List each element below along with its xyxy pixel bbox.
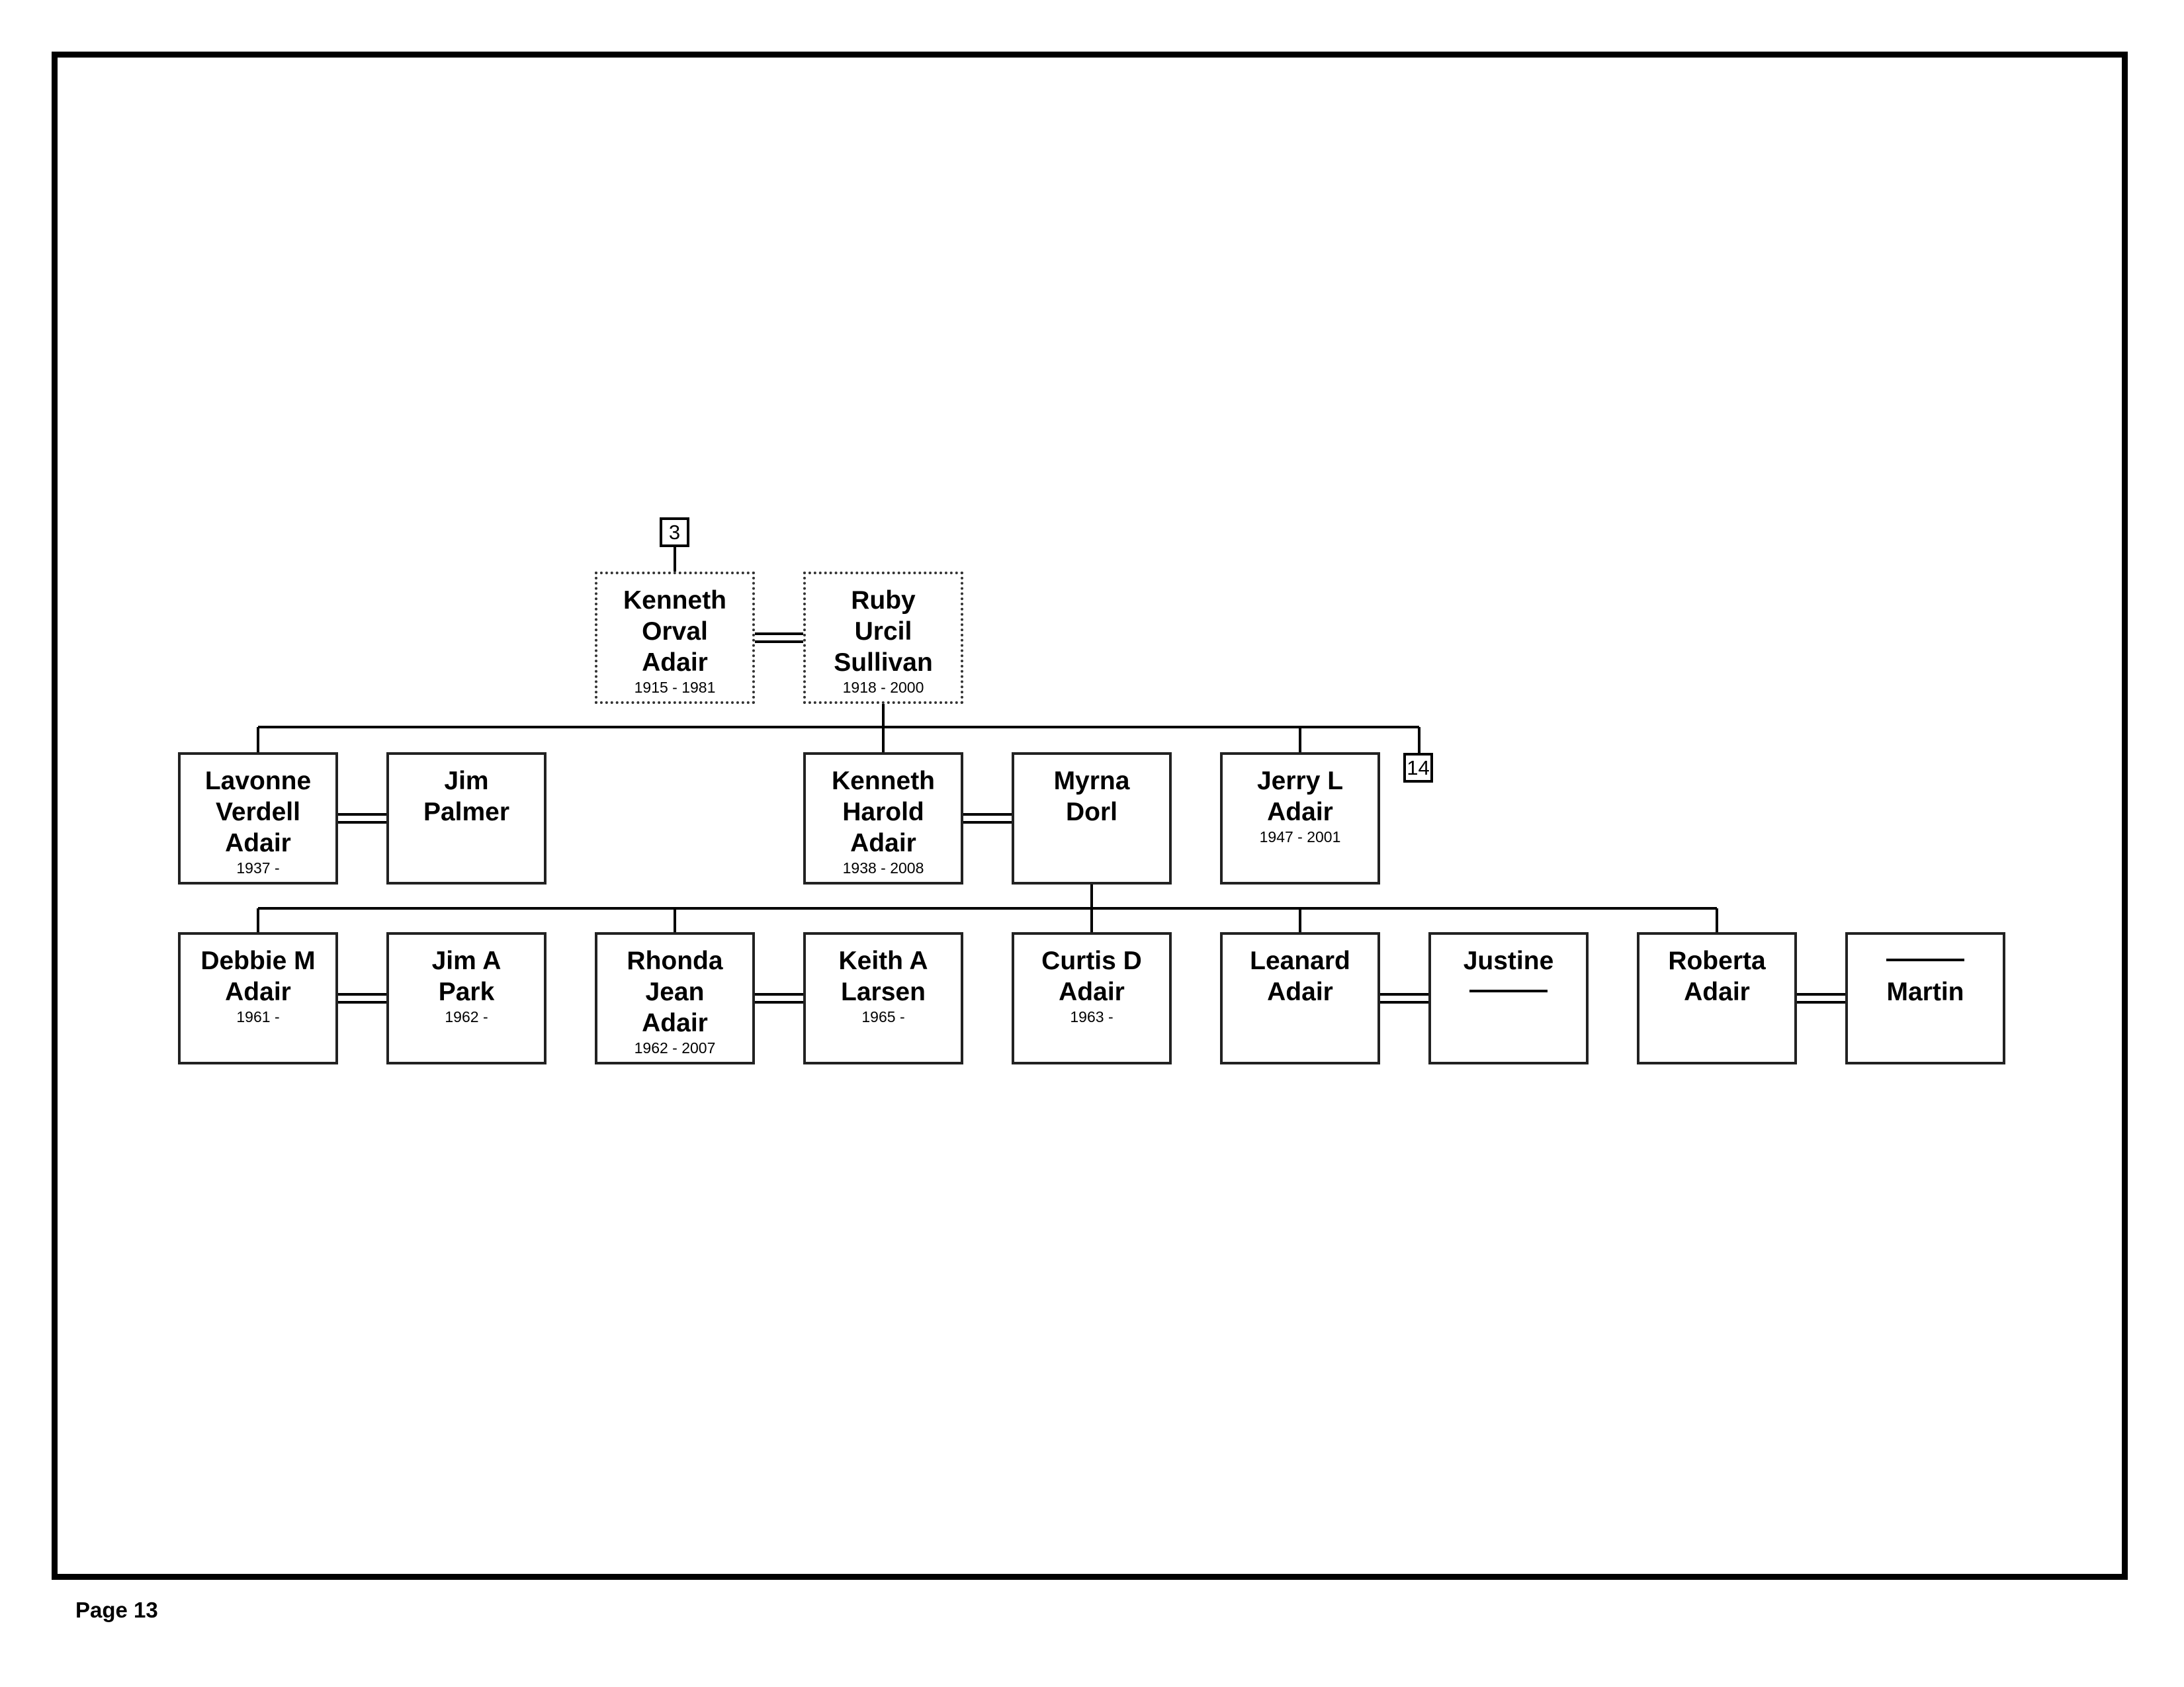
ref-box-14[interactable]: 14 xyxy=(1403,753,1433,783)
person-name: Adair xyxy=(1267,798,1333,826)
person-jim-palmer[interactable]: Jim Palmer xyxy=(386,752,546,885)
person-name: Sullivan xyxy=(834,648,933,677)
person-name: Park xyxy=(438,978,495,1006)
person-kenneth-orval-adair[interactable]: Kenneth Orval Adair 1915 - 1981 xyxy=(595,572,755,704)
person-name: Justine xyxy=(1463,947,1554,975)
blank-line xyxy=(1469,976,1548,992)
person-myrna-dorl[interactable]: Myrna Dorl xyxy=(1012,752,1172,885)
person-jerry-l-adair[interactable]: Jerry L Adair 1947 - 2001 xyxy=(1220,752,1380,885)
person-years: 1962 - xyxy=(445,1008,488,1025)
person-name: Jim xyxy=(444,767,489,795)
person-name: Martin xyxy=(1886,978,1964,1006)
person-name: Leanard xyxy=(1250,947,1350,975)
ref-box-3[interactable]: 3 xyxy=(660,517,689,547)
person-name: Roberta xyxy=(1668,947,1766,975)
unknown-given-name xyxy=(1848,945,2003,976)
unknown-surname xyxy=(1431,976,1586,1008)
person-name: Kenneth xyxy=(832,767,935,795)
person-curtis-d-adair[interactable]: Curtis D Adair 1963 - xyxy=(1012,932,1172,1064)
page-border xyxy=(52,52,2128,1580)
person-name: Palmer xyxy=(423,798,510,826)
person-name: Keith A xyxy=(838,947,928,975)
person-name: Jim A xyxy=(431,947,502,975)
person-name: Urcil xyxy=(854,617,912,646)
person-years: 1962 - 2007 xyxy=(634,1039,716,1057)
person-leanard-adair[interactable]: Leanard Adair xyxy=(1220,932,1380,1064)
person-name: Debbie M xyxy=(200,947,316,975)
person-name: Adair xyxy=(642,648,708,677)
person-name: Adair xyxy=(225,978,291,1006)
blank-line xyxy=(1886,945,1964,961)
person-years: 1963 - xyxy=(1070,1008,1114,1025)
person-name: Myrna xyxy=(1053,767,1130,795)
person-name: Orval xyxy=(642,617,708,646)
person-name: Adair xyxy=(850,829,916,857)
person-years: 1915 - 1981 xyxy=(634,679,716,696)
page-number: Page 13 xyxy=(75,1598,158,1622)
person-years: 1918 - 2000 xyxy=(842,679,924,696)
person-jim-a-park[interactable]: Jim A Park 1962 - xyxy=(386,932,546,1064)
person-years: 1965 - xyxy=(861,1008,905,1025)
person-name: Rhonda xyxy=(627,947,723,975)
person-name: Lavonne xyxy=(204,767,312,795)
person-years: 1938 - 2008 xyxy=(842,859,924,877)
person-roberta-adair[interactable]: Roberta Adair xyxy=(1637,932,1797,1064)
person-kenneth-harold-adair[interactable]: Kenneth Harold Adair 1938 - 2008 xyxy=(803,752,963,885)
person-name: Adair xyxy=(1059,978,1125,1006)
person-rhonda-jean-adair[interactable]: Rhonda Jean Adair 1962 - 2007 xyxy=(595,932,755,1064)
person-name: Harold xyxy=(842,798,924,826)
person-lavonne-verdell-adair[interactable]: Lavonne Verdell Adair 1937 - xyxy=(178,752,338,885)
person-debbie-m-adair[interactable]: Debbie M Adair 1961 - xyxy=(178,932,338,1064)
person-name: Kenneth xyxy=(623,586,726,615)
person-ruby-urcil-sullivan[interactable]: Ruby Urcil Sullivan 1918 - 2000 xyxy=(803,572,963,704)
person-keith-a-larsen[interactable]: Keith A Larsen 1965 - xyxy=(803,932,963,1064)
person-years: 1947 - 2001 xyxy=(1259,828,1341,845)
person-justine[interactable]: Justine xyxy=(1428,932,1589,1064)
person-name: Jerry L xyxy=(1256,767,1344,795)
person-name: Curtis D xyxy=(1041,947,1142,975)
person-name: Larsen xyxy=(841,978,926,1006)
person-years: 1961 - xyxy=(236,1008,280,1025)
person-name: Jean xyxy=(645,978,705,1006)
person-name: Adair xyxy=(642,1009,708,1037)
person-name: Adair xyxy=(1684,978,1750,1006)
person-name: Adair xyxy=(225,829,291,857)
person-name: Verdell xyxy=(216,798,300,826)
person-name: Dorl xyxy=(1066,798,1117,826)
person-martin[interactable]: Martin xyxy=(1845,932,2005,1064)
person-name: Ruby xyxy=(851,586,916,615)
person-years: 1937 - xyxy=(236,859,280,877)
person-name: Adair xyxy=(1267,978,1333,1006)
